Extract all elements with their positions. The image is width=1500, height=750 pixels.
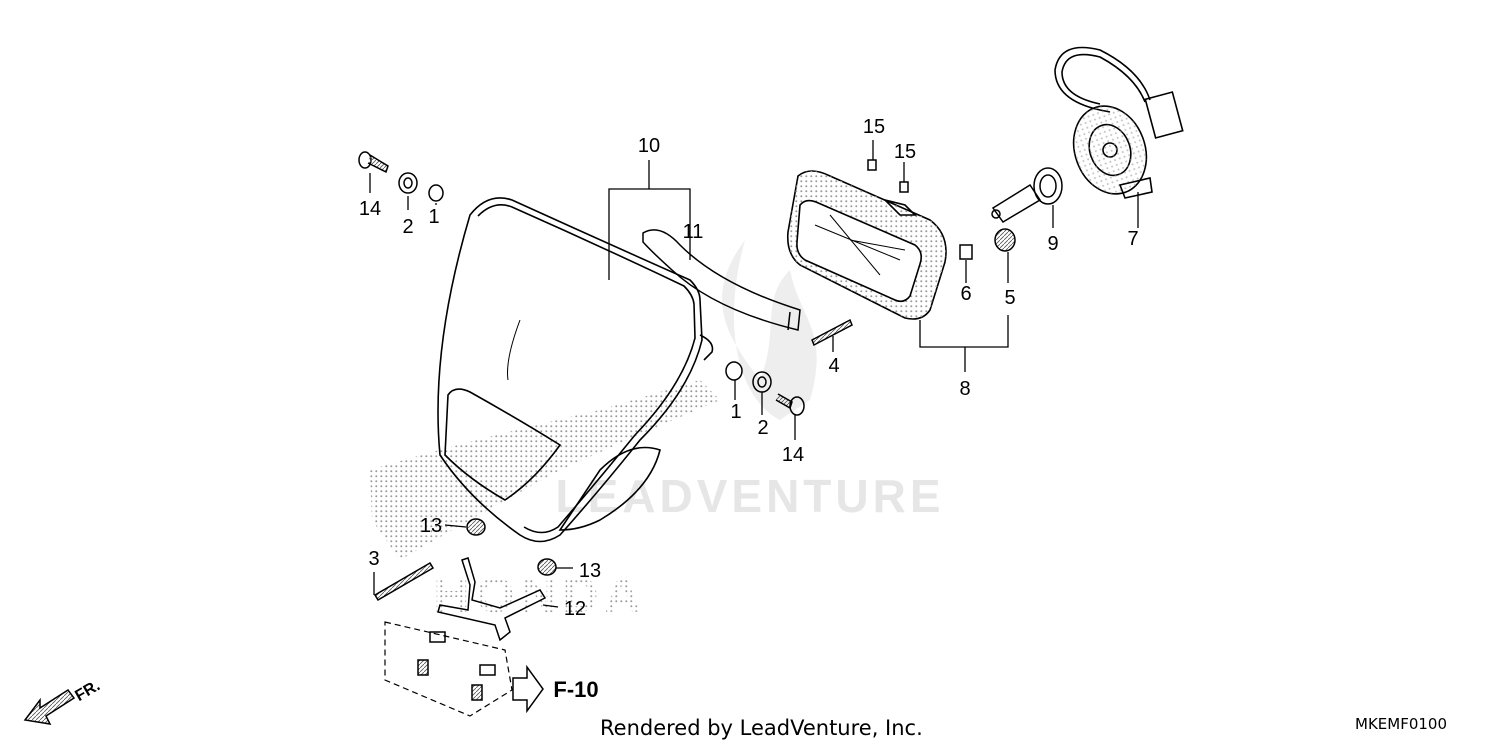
callout-2-left: 2 [402,216,413,238]
reference-text: F-10 [553,677,598,702]
headlight-cowl [437,197,714,543]
leader-lines [369,140,1139,608]
front-label: FR. [72,677,103,705]
nut-13-upper [466,518,486,536]
clip-6 [959,244,973,260]
callout-12: 12 [564,598,586,620]
fastener-b [417,659,429,676]
headlight-bulb [991,167,1063,223]
grommet-2-left [398,172,418,194]
callout-13-lower: 13 [579,560,601,582]
callout-9: 9 [1047,233,1058,255]
screw-15-a [867,159,877,171]
fastener-d [471,684,483,701]
render-credit: Rendered by LeadVenture, Inc. [600,716,923,740]
cowl-edge-line [507,319,521,381]
callout-13-upper: 13 [420,515,442,537]
headlight-lens [796,199,922,303]
callout-14-right: 14 [782,444,804,466]
adjuster-5 [994,228,1016,252]
cowl-vent [558,446,661,531]
collar-1-right [725,361,743,381]
callout-8: 8 [959,378,970,400]
bolt-3 [373,561,435,602]
callout-15-a: 15 [863,116,885,138]
callout-15-b: 15 [894,141,916,163]
callout-11: 11 [683,221,704,243]
small-parts [358,151,1016,717]
wing-shape [370,380,720,560]
seal-strip-shape [642,229,801,331]
callout-5: 5 [1004,287,1015,309]
headlight-unit [786,170,947,320]
stay-12 [437,557,547,642]
screw-15-b [899,181,909,193]
callout-4: 4 [828,355,839,377]
cowl-window [444,388,562,501]
callout-1-right: 1 [730,401,741,423]
front-direction-indicator: FR. [23,677,103,725]
callout-6: 6 [960,283,971,305]
socket-cover [1054,46,1184,199]
fastener-c [479,664,496,676]
callout-7: 7 [1127,228,1138,250]
hollow-arrow [512,664,544,714]
nut-13-lower [537,558,557,576]
callout-labels: 14 2 1 10 11 15 15 9 7 6 5 4 8 1 2 14 13… [359,116,1139,620]
collar-1-left [428,184,444,202]
socket-wire [1054,46,1151,113]
cowl-outer [437,197,703,543]
callout-14-left: 14 [359,198,381,220]
watermark-flame [722,240,817,420]
callout-10: 10 [638,135,660,157]
connector [1144,91,1184,139]
bolt-14-right [775,393,805,416]
fastener-a [429,631,446,643]
callout-1-left: 1 [428,206,439,228]
reference-f10: F-10 [512,664,599,714]
fastener-box [384,621,513,717]
callout-2-right: 2 [757,417,768,439]
watermark-brand-text: HONDA [433,567,646,623]
socket-wire-inner [1061,53,1146,105]
watermark-text: LEADVENTURE [555,470,944,522]
front-arrow [23,688,76,725]
cowl-right-flange [699,334,714,361]
seal-strip [642,229,801,331]
watermark: LEADVENTURE [555,240,944,522]
callout-3: 3 [368,548,379,570]
spring-4 [811,318,853,347]
cover-tab [1118,177,1153,199]
bolt-14-left [358,151,389,174]
cowl-rim [477,204,696,534]
headlight-bracket [882,198,917,216]
diagram-code: MKEMF0100 [1355,715,1447,733]
